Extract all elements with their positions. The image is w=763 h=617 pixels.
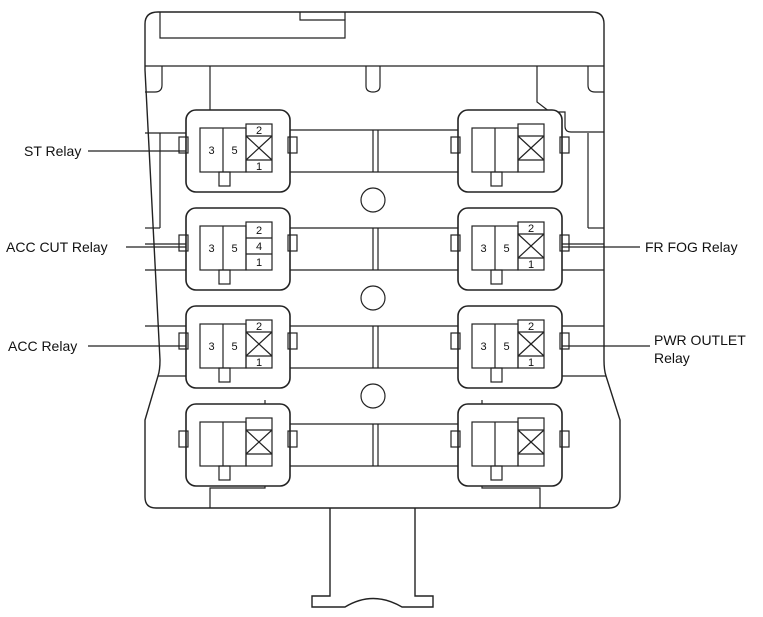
pin-2: 2: [528, 223, 534, 235]
pwr-outlet-relay-label-line2: Relay: [654, 350, 690, 366]
mounting-hole: [360, 383, 386, 409]
pwr-outlet-relay-label-line1: PWR OUTLET: [654, 332, 746, 348]
pin-1: 1: [528, 259, 534, 271]
empty-relay-socket: [178, 403, 298, 487]
fr-fog-relay-socket: 3 5 2 1: [450, 207, 570, 291]
pin-1: 1: [256, 161, 262, 173]
pin-2: 2: [256, 125, 262, 137]
pin-5: 5: [231, 341, 237, 353]
pin-5: 5: [231, 145, 237, 157]
pin-5: 5: [503, 243, 509, 255]
pin-1: 1: [256, 357, 262, 369]
pin-3: 3: [208, 145, 214, 157]
acc-cut-relay-socket: 3 5 2 4 1: [178, 207, 298, 291]
pin-3: 3: [480, 243, 486, 255]
st-relay-socket: 3 5 2 1: [178, 109, 298, 193]
pin-5: 5: [503, 341, 509, 353]
pin-2: 2: [256, 321, 262, 333]
pwr-outlet-relay-socket: 3 5 2 1: [450, 305, 570, 389]
acc-relay-socket: 3 5 2 1: [178, 305, 298, 389]
acc-relay-label: ACC Relay: [8, 338, 77, 354]
relay-block-housing: [144, 11, 621, 608]
mounting-hole: [360, 285, 386, 311]
pin-2: 2: [528, 321, 534, 333]
fr-fog-relay-label: FR FOG Relay: [645, 239, 738, 255]
pin-2: 2: [256, 225, 262, 237]
pin-1: 1: [528, 357, 534, 369]
empty-relay-socket: [450, 109, 570, 193]
pin-3: 3: [480, 341, 486, 353]
pin-4: 4: [256, 241, 262, 253]
pin-5: 5: [231, 243, 237, 255]
acc-cut-relay-label: ACC CUT Relay: [6, 239, 108, 255]
empty-relay-socket: [450, 403, 570, 487]
pin-1: 1: [256, 257, 262, 269]
pin-3: 3: [208, 243, 214, 255]
mounting-hole: [360, 187, 386, 213]
pin-3: 3: [208, 341, 214, 353]
st-relay-label: ST Relay: [24, 143, 81, 159]
